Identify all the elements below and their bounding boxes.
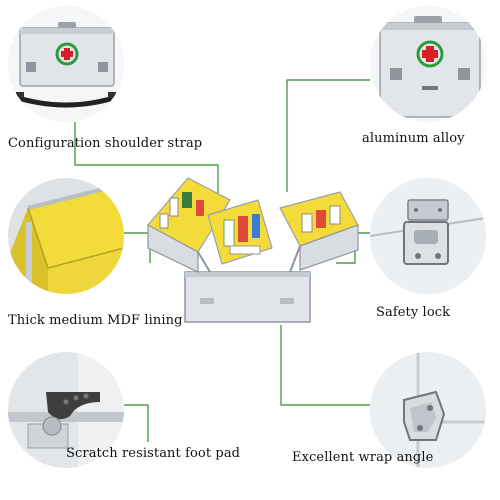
- label-foot-pad: Scratch resistant foot pad: [66, 446, 241, 461]
- label-wrap-angle: Excellent wrap angle: [292, 450, 434, 465]
- latch-lock-icon: [370, 178, 486, 294]
- label-safety-lock: Safety lock: [376, 305, 451, 320]
- yellow-lining-icon: [8, 178, 124, 294]
- mdf-lining-image: [8, 178, 124, 294]
- open-medicine-case-icon: [147, 177, 359, 323]
- shoulder-strap-image: [8, 6, 124, 122]
- safety-lock-image: [370, 178, 486, 294]
- label-shoulder-strap: Configuration shoulder strap: [8, 136, 203, 151]
- corner-guard-icon: [370, 352, 486, 468]
- wrap-angle-image: [370, 352, 486, 468]
- case-with-strap-icon: [8, 6, 124, 122]
- aluminum-alloy-image: [370, 6, 486, 122]
- label-mdf-lining: Thick medium MDF lining: [8, 313, 183, 328]
- case-front-icon: [370, 6, 486, 122]
- label-aluminum-alloy: aluminum alloy: [362, 131, 465, 146]
